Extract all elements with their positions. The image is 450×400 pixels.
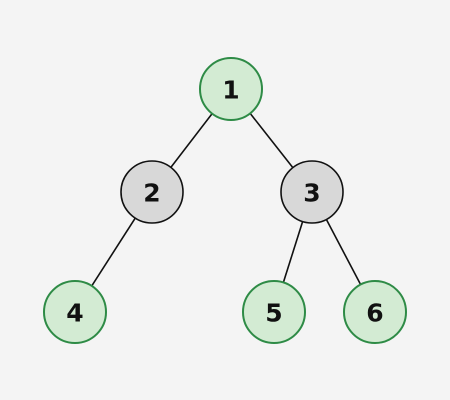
edges-layer	[91, 112, 362, 287]
node-circle	[43, 280, 107, 344]
tree-node-1: 1	[199, 57, 263, 121]
node-circle	[343, 280, 407, 344]
edge-n2-n4	[91, 217, 136, 287]
tree-node-6: 6	[343, 280, 407, 344]
edge-n1-n3	[249, 112, 294, 169]
tree-node-4: 4	[43, 280, 107, 344]
node-circle	[199, 57, 263, 121]
nodes-layer: 1 2 3 4 5 6	[43, 57, 407, 344]
node-label: 1	[222, 76, 239, 105]
tree-node-3: 3	[280, 160, 344, 224]
node-label: 4	[66, 299, 83, 328]
edge-n3-n5	[282, 221, 304, 283]
node-label: 2	[143, 179, 160, 208]
node-label: 6	[366, 299, 383, 328]
edge-n1-n2	[170, 113, 213, 168]
node-label: 3	[303, 179, 320, 208]
node-circle	[280, 160, 344, 224]
node-circle	[120, 160, 184, 224]
node-label: 5	[265, 299, 282, 328]
tree-node-5: 5	[242, 280, 306, 344]
edge-n3-n6	[325, 219, 362, 285]
node-circle	[242, 280, 306, 344]
tree-node-2: 2	[120, 160, 184, 224]
